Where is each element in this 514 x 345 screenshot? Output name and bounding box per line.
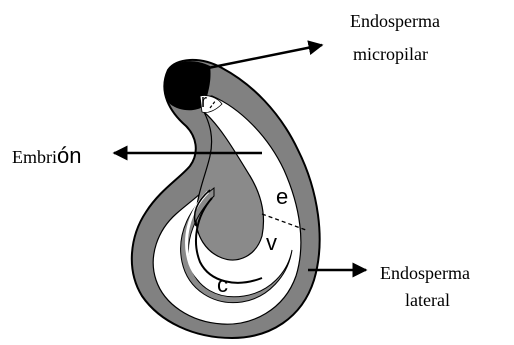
arrow-endosperma-micropilar — [208, 45, 322, 68]
label-c: c — [217, 272, 228, 297]
label-v: v — [266, 230, 277, 255]
label-endosperma-micropilar-line2: micropilar — [353, 44, 428, 64]
label-embrion-prefix: Embri — [12, 147, 57, 167]
label-r: r — [201, 91, 207, 111]
label-embrion-suffix: ón — [57, 143, 81, 168]
label-endosperma-lateral-line1: Endosperma — [380, 263, 470, 283]
label-endosperma-lateral-line2: lateral — [405, 290, 450, 310]
label-embrion: Embrión — [12, 143, 81, 168]
label-e: e — [276, 184, 288, 209]
label-endosperma-micropilar-line1: Endosperma — [350, 11, 440, 31]
